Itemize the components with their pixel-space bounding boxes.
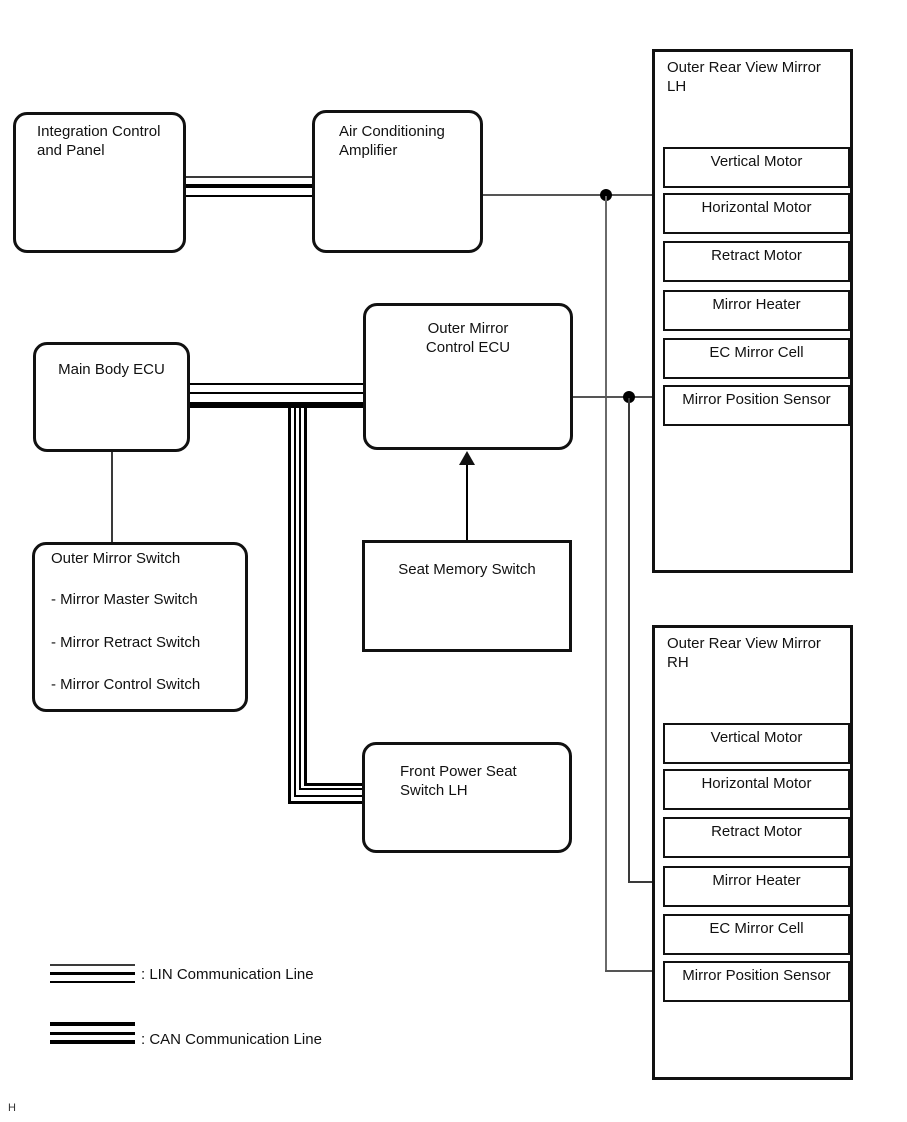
connector-seatmemory-to-mirrorecu	[466, 463, 468, 540]
node-front-power-seat-switch-lh: Front Power Seat Switch LH	[362, 742, 572, 853]
node-air-conditioning-amplifier: Air Conditioning Amplifier	[312, 110, 483, 253]
component-box: Mirror Position Sensor	[663, 385, 850, 426]
legend-lin-swatch	[50, 972, 135, 975]
legend-lin-swatch	[50, 964, 135, 966]
connector-mainbody-to-mirrorswitch	[111, 452, 113, 542]
node-outer-mirror-control-ecu: Outer Mirror Control ECU	[363, 303, 573, 450]
connector-acamp-to-mirror-rh	[605, 970, 652, 972]
node-main-body-ecu: Main Body ECU	[33, 342, 190, 452]
can-line-mainbody-to-mirrorecu	[190, 383, 363, 385]
can-line-branch-to-frontseat	[304, 404, 307, 786]
component-box: EC Mirror Cell	[663, 914, 850, 955]
component-box: Mirror Heater	[663, 290, 850, 331]
component-box: Retract Motor	[663, 241, 850, 282]
junction-dot	[623, 391, 635, 403]
container-outer-rear-view-mirror-lh: Outer Rear View Mirror LH Vertical Motor…	[652, 49, 853, 573]
mirror-rh-components: Vertical Motor Horizontal Motor Retract …	[655, 628, 850, 1077]
component-box: Mirror Heater	[663, 866, 850, 907]
arrow-up-icon	[459, 451, 475, 465]
legend-lin-swatch	[50, 981, 135, 983]
lin-line-integration-to-acamp	[186, 184, 312, 188]
legend-can-swatch	[50, 1040, 135, 1044]
outer-mirror-switch-item: - Mirror Control Switch	[51, 676, 201, 693]
node-seat-memory-switch: Seat Memory Switch	[362, 540, 572, 652]
component-box: Mirror Position Sensor	[663, 961, 850, 1002]
outer-mirror-switch-item: - Mirror Master Switch	[51, 591, 198, 608]
component-box: EC Mirror Cell	[663, 338, 850, 379]
can-line-branch-to-frontseat	[294, 795, 362, 797]
can-line-branch-to-frontseat	[304, 783, 362, 786]
node-outer-mirror-switch: Outer Mirror Switch - Mirror Master Swit…	[32, 542, 248, 712]
mirror-lh-title: Outer Rear View Mirror LH	[667, 59, 821, 95]
connector-mirrorecu-to-mirror-rh	[628, 881, 652, 883]
component-box: Horizontal Motor	[663, 769, 850, 810]
connector-acamp-to-mirror-rh	[605, 196, 607, 972]
connector-mirrorecu-to-mirror-lh	[573, 396, 652, 398]
footer-page-mark: H	[8, 1102, 16, 1114]
can-line-branch-to-frontseat	[299, 404, 301, 790]
junction-dot	[600, 189, 612, 201]
outer-mirror-switch-item: - Mirror Retract Switch	[51, 634, 201, 651]
component-box: Vertical Motor	[663, 147, 850, 188]
component-box: Vertical Motor	[663, 723, 850, 764]
legend-can-swatch	[50, 1032, 135, 1035]
legend-can-swatch	[50, 1022, 135, 1026]
can-line-branch-to-frontseat	[288, 801, 362, 804]
mirror-lh-components: Vertical Motor Horizontal Motor Retract …	[655, 52, 850, 570]
legend-lin-label: : LIN Communication Line	[141, 966, 314, 983]
container-outer-rear-view-mirror-rh: Outer Rear View Mirror RH Vertical Motor…	[652, 625, 853, 1080]
can-line-mainbody-to-mirrorecu	[190, 392, 363, 394]
connector-mirrorecu-to-mirror-rh	[628, 398, 630, 883]
can-line-branch-to-frontseat	[299, 788, 362, 790]
connector-acamp-to-mirror-lh	[483, 194, 652, 196]
mirror-rh-title: Outer Rear View Mirror RH	[667, 635, 821, 671]
node-integration-control-panel: Integration Control and Panel	[13, 112, 186, 253]
component-box: Horizontal Motor	[663, 193, 850, 234]
component-box: Retract Motor	[663, 817, 850, 858]
lin-line-integration-to-acamp	[186, 195, 312, 197]
can-line-mainbody-to-mirrorecu	[190, 402, 363, 408]
lin-line-integration-to-acamp	[186, 176, 312, 178]
can-line-branch-to-frontseat	[294, 404, 296, 797]
legend-can-label: : CAN Communication Line	[141, 1031, 322, 1048]
can-line-branch-to-frontseat	[288, 404, 291, 804]
outer-mirror-switch-title: Outer Mirror Switch	[51, 550, 181, 567]
